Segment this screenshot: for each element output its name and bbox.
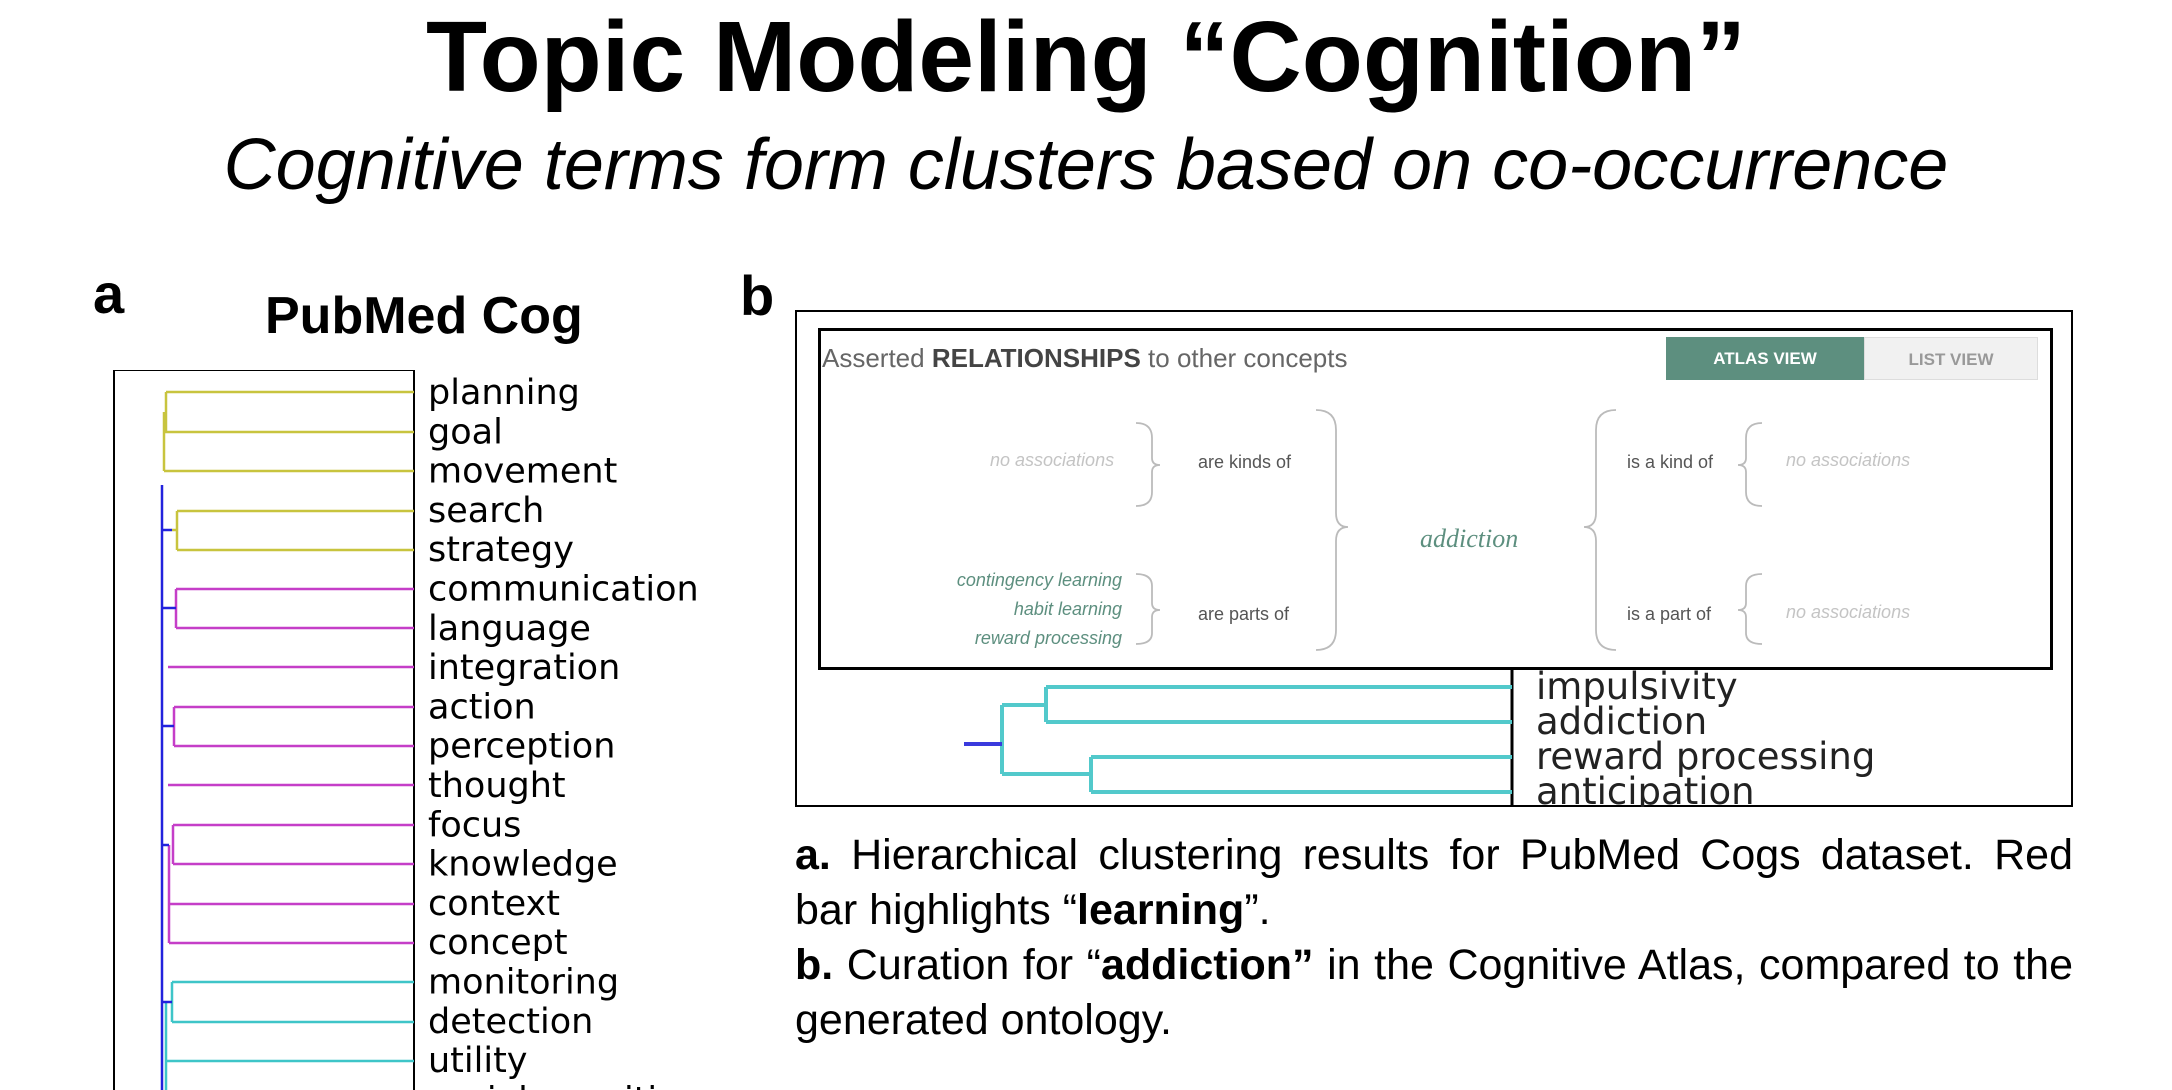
- panel-a-title: PubMed Cog: [265, 287, 583, 345]
- panel-b-frame: [795, 310, 2073, 807]
- dendrogram-a-leaf-label: search: [428, 491, 544, 531]
- panel-a-letter: a: [93, 262, 125, 325]
- dendrogram-a-leaf-label: social cognition: [428, 1080, 701, 1090]
- dendrogram-a-leaf-label: communication: [428, 570, 699, 610]
- center-concept-addiction: addiction: [1420, 524, 1519, 553]
- caption-b-label: b.: [795, 941, 834, 989]
- dendrogram-a-leaf-label: goal: [428, 412, 503, 452]
- right-bottom-no-associations: no associations: [1786, 602, 1911, 622]
- dendrogram-a-leaf-label: concept: [428, 923, 568, 963]
- right-top-brace: [1737, 422, 1763, 507]
- slide-subtitle: Cognitive terms form clusters based on c…: [223, 125, 1949, 205]
- assoc-reward-processing[interactable]: reward processing: [974, 628, 1122, 648]
- assoc-habit-learning[interactable]: habit learning: [1013, 599, 1122, 619]
- dendrogram-a-leaf-label: perception: [428, 727, 615, 767]
- relation-are-kinds-of: are kinds of: [1198, 452, 1292, 472]
- dendrogram-b-leaf-label: reward processing: [1536, 735, 1875, 778]
- tab-atlas-view[interactable]: ATLAS VIEW: [1666, 337, 1864, 380]
- dendrogram-a-leaf-label: planning: [428, 373, 580, 413]
- caption-a: a. Hierarchical clustering results for P…: [795, 828, 2073, 938]
- relation-is-a-kind-of: is a kind of: [1627, 452, 1714, 472]
- dendrogram-a-leaf-label: action: [428, 687, 536, 727]
- caption-a-text-2: ”.: [1244, 886, 1271, 934]
- dendrogram-a-leaf-label: strategy: [428, 530, 574, 570]
- dendrogram-b-leaf-label: addiction: [1536, 700, 1707, 743]
- dendrogram-a-frame: [113, 370, 415, 1090]
- dendrogram-a-leaf-label: thought: [428, 766, 566, 806]
- relation-are-parts-of: are parts of: [1198, 604, 1290, 624]
- atlas-braces: [1135, 409, 1763, 651]
- right-bottom-brace: [1737, 573, 1763, 645]
- atlas-header-suffix: to other concepts: [1140, 343, 1348, 373]
- left-top-no-associations: no associations: [990, 450, 1115, 470]
- atlas-header-prefix: Asserted: [822, 343, 932, 373]
- left-top-brace: [1135, 422, 1161, 507]
- caption-b-text-1: Curation for “: [833, 941, 1101, 989]
- caption-b: b. Curation for “addiction” in the Cogni…: [795, 938, 2073, 1048]
- dendrogram-a: planninggoalmovementsearchstrategycommun…: [113, 370, 701, 1090]
- dendrogram-a-leaf-label: monitoring: [428, 963, 619, 1003]
- center-left-brace: [1315, 409, 1349, 651]
- assoc-contingency-learning[interactable]: contingency learning: [956, 570, 1122, 590]
- left-bottom-brace: [1135, 573, 1161, 645]
- caption-a-bold: learning: [1077, 886, 1245, 934]
- dendrogram-b-leaf-label: anticipation: [1536, 770, 1755, 807]
- yellow-cluster-branches: [162, 390, 414, 552]
- atlas-header-bold: RELATIONSHIPS: [931, 343, 1141, 373]
- figure-caption: a. Hierarchical clustering results for P…: [795, 828, 2073, 1048]
- dendrogram-b-branches: [1000, 685, 1512, 794]
- dendrogram-a-leaf-label: focus: [428, 805, 521, 845]
- caption-b-bold: addiction”: [1100, 941, 1314, 989]
- relation-is-a-part-of: is a part of: [1627, 604, 1712, 624]
- right-top-no-associations: no associations: [1786, 450, 1911, 470]
- panel-b-letter: b: [740, 264, 775, 327]
- dendrogram-a-leaf-label: integration: [428, 648, 620, 688]
- atlas-relationships-box: [818, 328, 2053, 670]
- cyan-cluster-branches: [164, 980, 414, 1090]
- magenta-cluster-branches: [167, 587, 414, 945]
- caption-b-text-2: in the Cognitive Atlas, compared to the …: [795, 941, 2073, 1044]
- dendrogram-a-leaf-label: language: [428, 609, 591, 649]
- dendrogram-a-leaf-label: context: [428, 884, 560, 924]
- tab-list-view[interactable]: LIST VIEW: [1864, 337, 2038, 380]
- dendrogram-a-leaf-label: knowledge: [428, 845, 618, 885]
- dendrogram-a-leaf-label: movement: [428, 452, 617, 492]
- caption-a-text-1: Hierarchical clustering results for PubM…: [795, 831, 2073, 934]
- atlas-header: Asserted RELATIONSHIPS to other concepts: [822, 338, 1348, 378]
- slide-title: Topic Modeling “Cognition”: [425, 1, 1747, 113]
- blue-trunk-branches: [160, 485, 176, 1090]
- dendrogram-a-leaf-label: utility: [428, 1041, 528, 1081]
- center-right-brace: [1583, 409, 1617, 651]
- dendrogram-a-leaf-label: detection: [428, 1002, 593, 1042]
- dendrogram-b-leaf-label: impulsivity: [1536, 670, 1738, 708]
- caption-a-label: a.: [795, 831, 831, 879]
